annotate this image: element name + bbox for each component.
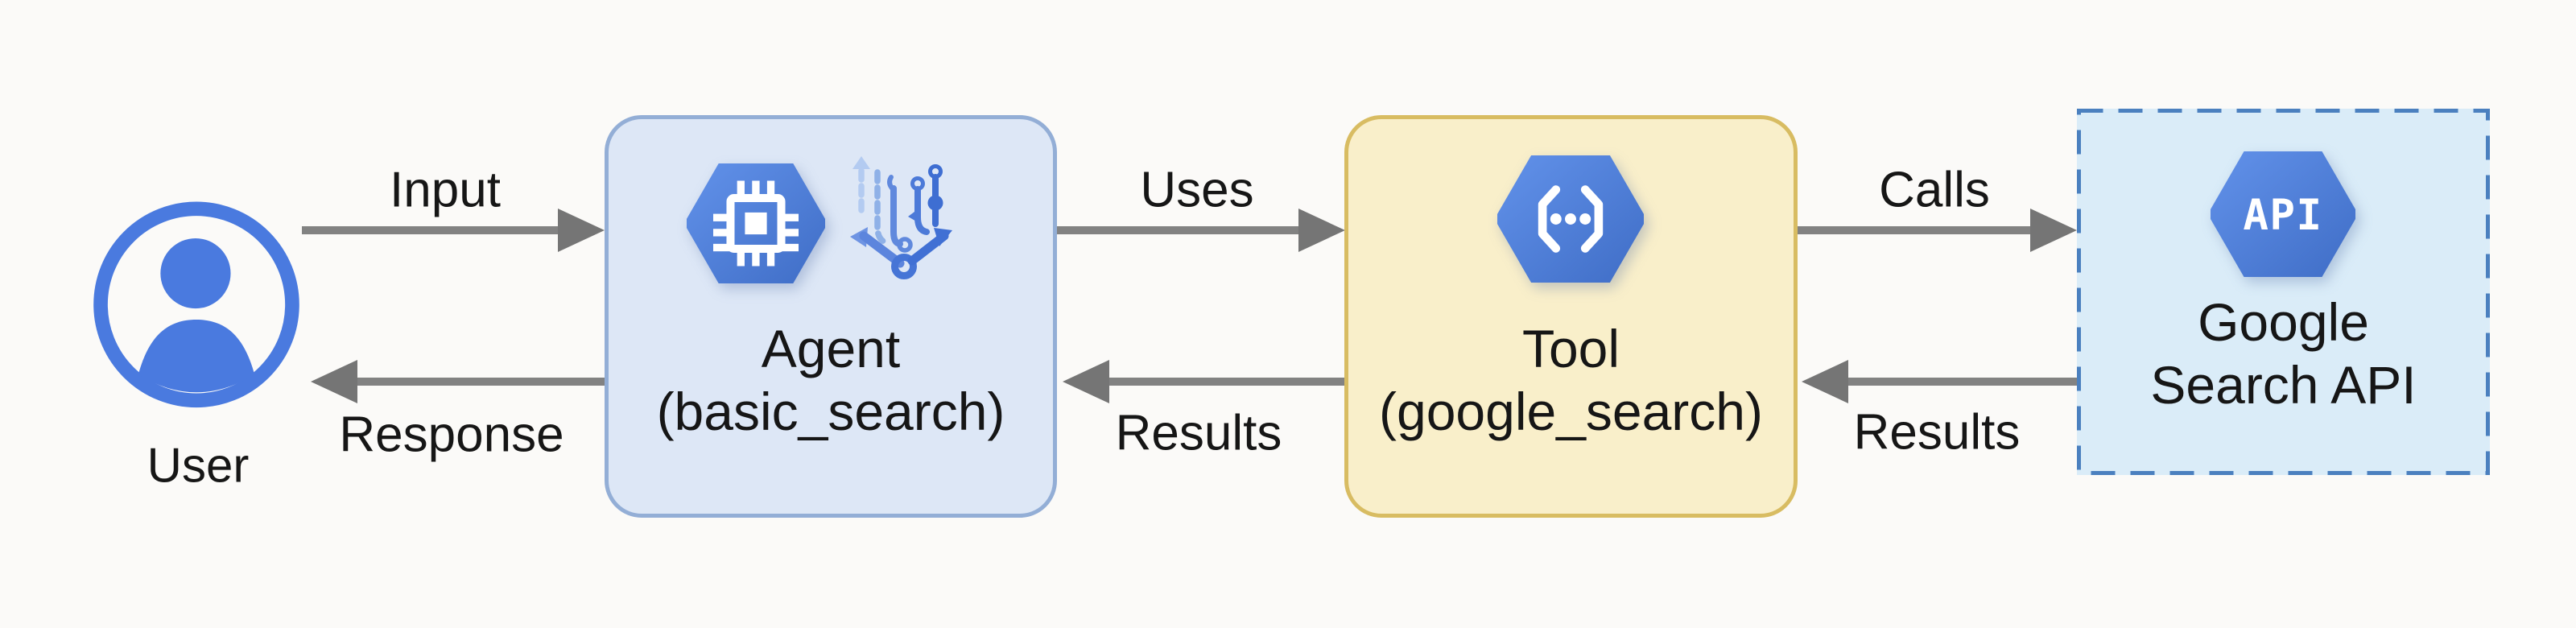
uses-edge-label: Uses xyxy=(1140,162,1254,218)
agent-title: Agent xyxy=(761,319,901,378)
response-arrow-shaft xyxy=(357,378,605,386)
response-edge-label: Response xyxy=(339,407,564,463)
api-node-label: Google Search API xyxy=(2077,291,2490,416)
tool-title: Tool xyxy=(1521,319,1620,378)
input-arrowhead-icon xyxy=(558,209,605,252)
cpu-chip-hexagon-icon xyxy=(687,163,825,283)
dashed-border xyxy=(2077,109,2490,475)
cloud-functions-hexagon-icon xyxy=(1497,155,1644,283)
calls-edge-label: Calls xyxy=(1879,162,1990,218)
results-api-tool-arrow-shaft xyxy=(1848,378,2077,386)
api-hexagon-icon: API xyxy=(2211,151,2355,277)
api-title-line1: Google xyxy=(2198,292,2369,352)
input-arrow-shaft xyxy=(302,226,558,234)
results-tool-agent-arrowhead-icon xyxy=(1063,360,1109,403)
results-api-tool-arrowhead-icon xyxy=(1802,360,1848,403)
user-node-label: User xyxy=(147,438,250,493)
results-tool-agent-arrow-shaft xyxy=(1109,378,1344,386)
branch-network-icon xyxy=(850,156,952,279)
agent-node-label: Agent (basic_search) xyxy=(609,317,1053,443)
agent-subtitle: (basic_search) xyxy=(656,382,1005,441)
api-hexagon-text: API xyxy=(2243,191,2322,240)
agent-node-box: Agent (basic_search) xyxy=(605,115,1057,518)
response-arrowhead-icon xyxy=(311,360,357,403)
calls-arrow-shaft xyxy=(1798,226,2030,234)
uses-arrowhead-icon xyxy=(1298,209,1345,252)
results-api-tool-edge-label: Results xyxy=(1853,404,2021,461)
api-title-line2: Search API xyxy=(2150,355,2417,415)
tool-node-label: Tool (google_search) xyxy=(1348,317,1794,443)
calls-arrowhead-icon xyxy=(2030,209,2077,252)
user-account-icon xyxy=(93,201,299,408)
results-tool-agent-edge-label: Results xyxy=(1115,405,1282,461)
input-edge-label: Input xyxy=(390,162,501,218)
tool-subtitle: (google_search) xyxy=(1379,382,1763,441)
uses-arrow-shaft xyxy=(1057,226,1298,234)
